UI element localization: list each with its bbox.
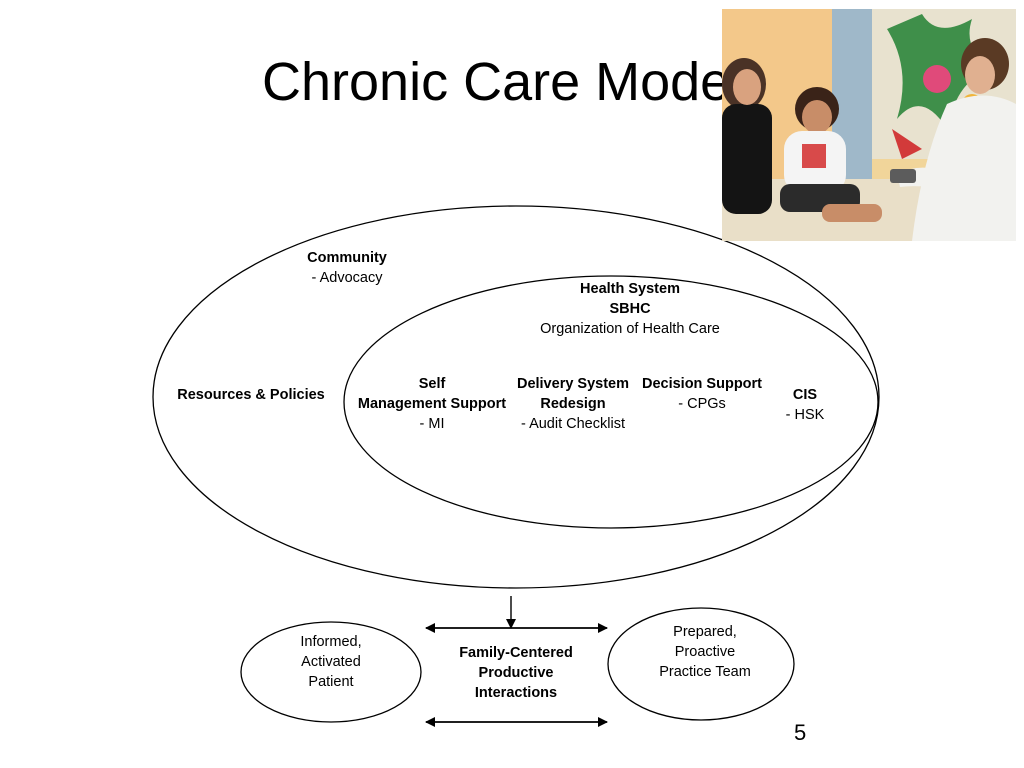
community-ellipse — [152, 205, 880, 589]
resources-heading: Resources & Policies — [177, 387, 325, 403]
team-line-1: Prepared, — [673, 624, 737, 640]
delivery-system-item: - Audit Checklist — [521, 416, 625, 432]
patient-line-2: Activated — [301, 654, 361, 670]
clinic-photo — [722, 9, 1016, 241]
team-ellipse — [607, 607, 795, 721]
self-management-item: - MI — [419, 416, 445, 432]
cis-label: CIS - HSK — [770, 385, 840, 425]
delivery-system-heading-1: Delivery System — [516, 376, 630, 392]
health-system-heading: Health System — [580, 281, 680, 297]
community-item: - Advocacy — [311, 270, 383, 286]
health-system-subheading: SBHC — [609, 301, 651, 317]
team-label: Prepared, Proactive Practice Team — [636, 622, 774, 682]
slide-title: Chronic Care Model — [262, 52, 743, 112]
cis-item: - HSK — [785, 407, 825, 423]
resources-label: Resources & Policies — [166, 385, 336, 405]
decision-support-label: Decision Support - CPGs — [632, 374, 772, 414]
decision-support-item: - CPGs — [678, 396, 726, 412]
interactions-label: Family-Centered Productive Interactions — [441, 643, 591, 703]
patient-ellipse — [240, 621, 422, 723]
self-management-label: Self Management Support - MI — [347, 374, 517, 434]
patient-line-3: Patient — [308, 674, 354, 690]
self-management-heading-1: Self — [418, 376, 446, 392]
interactions-line-3: Interactions — [474, 685, 558, 701]
health-system-label: Health System SBHC Organization of Healt… — [520, 279, 740, 339]
team-line-3: Practice Team — [659, 664, 751, 680]
cis-heading: CIS — [792, 387, 818, 403]
page-number: 5 — [794, 720, 807, 745]
self-management-heading-2: Management Support — [357, 396, 507, 412]
delivery-system-heading-2: Redesign — [540, 396, 606, 412]
patient-label: Informed, Activated Patient — [271, 632, 391, 692]
community-heading: Community — [307, 250, 387, 266]
team-line-2: Proactive — [674, 644, 736, 660]
health-system-ellipse — [343, 275, 879, 529]
interactions-line-1: Family-Centered — [459, 645, 573, 661]
interactions-line-2: Productive — [478, 665, 554, 681]
health-system-note: Organization of Health Care — [540, 321, 720, 337]
delivery-system-label: Delivery System Redesign - Audit Checkli… — [503, 374, 643, 434]
patient-line-1: Informed, — [300, 634, 362, 650]
community-label: Community - Advocacy — [287, 248, 407, 288]
decision-support-heading: Decision Support — [641, 376, 763, 392]
